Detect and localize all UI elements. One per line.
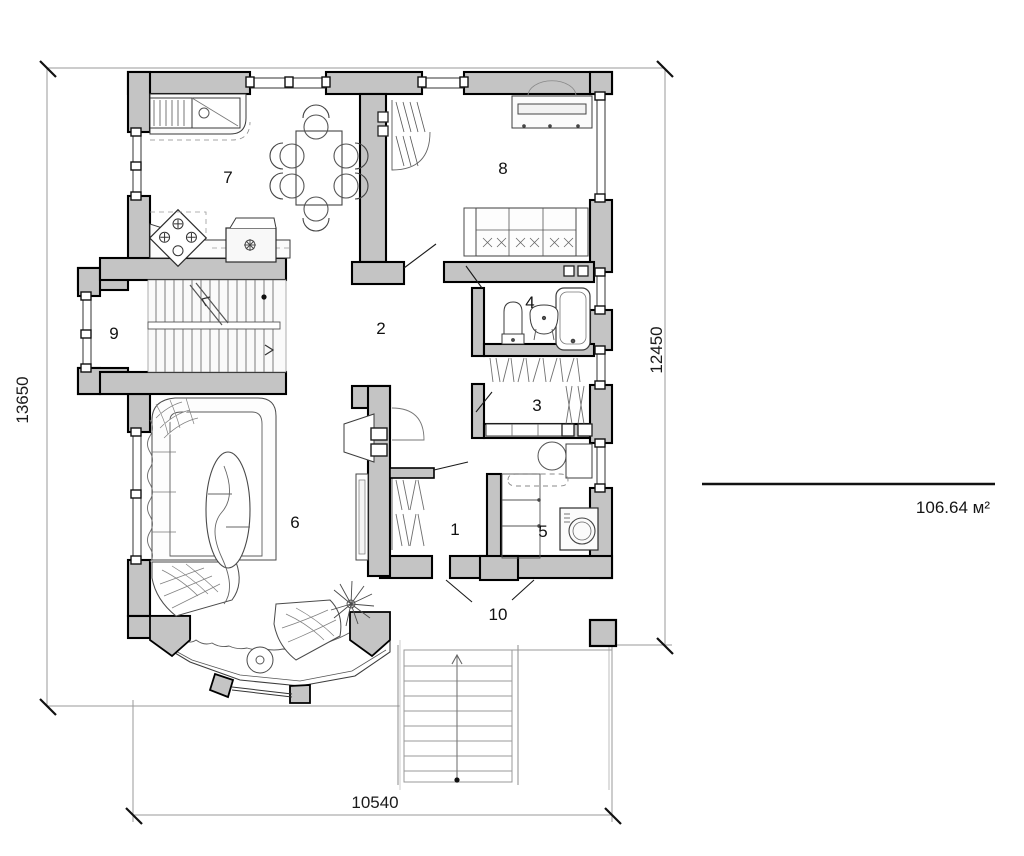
room-label-2: 2 (376, 319, 385, 338)
switch-boxes (377, 111, 389, 137)
walls (76, 70, 614, 640)
dimension-right-vertical: 12450 (647, 326, 666, 373)
leader-lines (403, 243, 535, 603)
room-label-7: 7 (223, 168, 232, 187)
bay-window (149, 611, 391, 704)
dining-set (269, 104, 369, 232)
hatched-region-34 (489, 357, 581, 383)
room-label-5: 5 (538, 522, 547, 541)
room-label-8: 8 (498, 159, 507, 178)
room-label-9: 9 (109, 324, 118, 343)
dimension-left-vertical: 13650 (13, 376, 32, 423)
room-numbers: 1 2 3 4 5 6 7 8 9 10 (109, 159, 547, 624)
room-label-3: 3 (532, 396, 541, 415)
living-room-furniture (147, 397, 375, 674)
window-openings (80, 76, 606, 565)
kitchen-fixtures (148, 93, 291, 268)
dimension-lines (46, 67, 672, 822)
dimension-ticks (39, 60, 674, 825)
corridor1-fixtures (391, 476, 425, 550)
entry-fixtures (343, 407, 435, 561)
lounge-furniture (463, 80, 593, 277)
laundry-fixtures (501, 473, 599, 559)
room3-fixtures (485, 385, 593, 479)
area-annotation: 106.64 м² (702, 482, 995, 517)
door-swings (391, 100, 431, 171)
area-value: 106.64 м² (916, 498, 990, 517)
room-label-10: 10 (489, 605, 508, 624)
porch-column (588, 618, 618, 648)
room-label-4: 4 (525, 293, 534, 312)
exterior-stairs (397, 645, 612, 785)
bathroom-fixtures (501, 287, 591, 351)
room-label-6: 6 (290, 513, 299, 532)
room-label-1: 1 (450, 520, 459, 539)
staircase (147, 279, 287, 373)
dimension-bottom-horizontal: 10540 (351, 793, 398, 812)
